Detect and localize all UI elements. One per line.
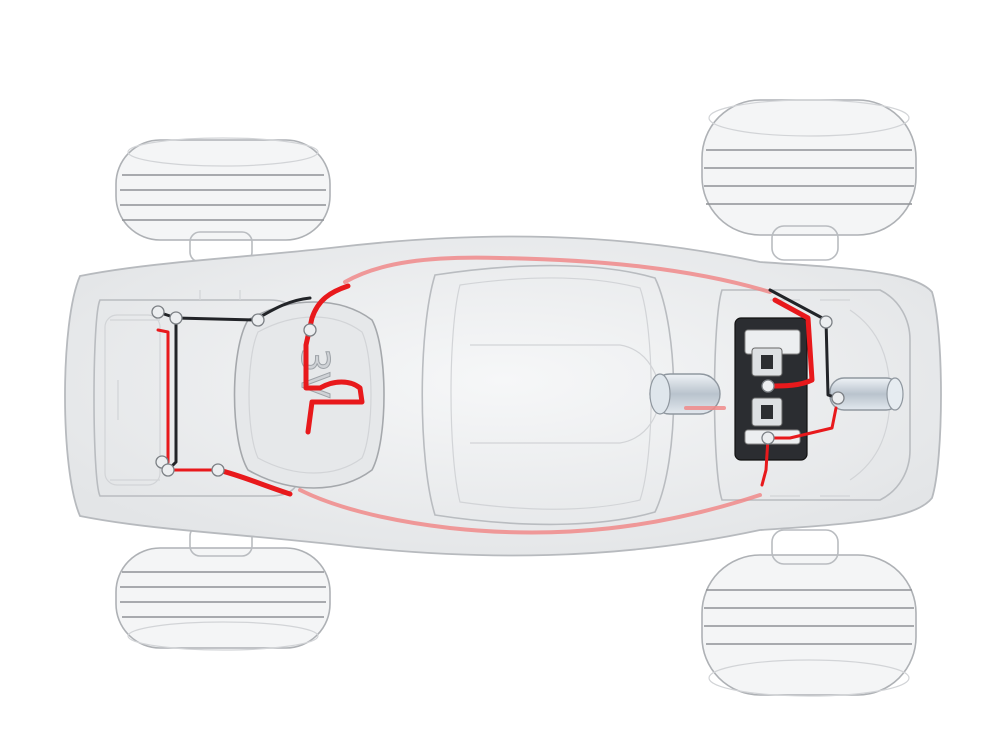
battery-voltage-label: 3V: [293, 348, 337, 398]
terminal-icon: [151, 305, 845, 477]
wheel-icon: [701, 99, 917, 236]
wheel-icon: [701, 554, 917, 697]
battery-icon: 3V: [233, 301, 385, 489]
wire-positive: [760, 406, 838, 487]
wire-positive-loop: [298, 488, 762, 535]
car-body-shell: [64, 235, 942, 557]
wire-positive-loop: [343, 255, 772, 294]
wheel-icon: [115, 547, 331, 651]
motor-icon: [649, 373, 904, 415]
wheel-icon: [115, 137, 331, 241]
wire-positive: [303, 283, 365, 435]
